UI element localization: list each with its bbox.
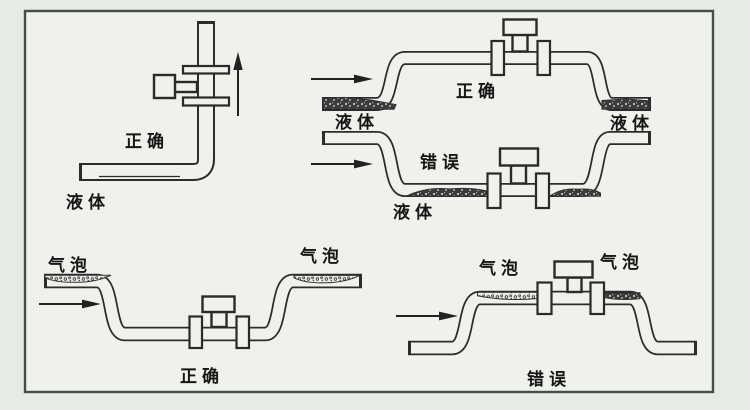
verdict-label: 正确 <box>456 81 500 101</box>
sensor-stem <box>566 276 583 294</box>
flowmeter-in-low-run <box>188 295 251 350</box>
liquid-hatch <box>405 187 488 197</box>
sensor-stem <box>509 164 528 185</box>
flowmeter-in-dip <box>486 147 551 210</box>
fluid-label: 液体 <box>66 192 110 212</box>
bubble-hatch <box>604 292 641 300</box>
flange <box>536 281 553 316</box>
verdict-label: 错误 <box>420 152 464 172</box>
pipe-bore <box>325 52 648 110</box>
pipe-bore <box>411 292 694 354</box>
flange <box>490 39 506 77</box>
upward-flow-arrow-icon <box>233 52 243 116</box>
verdict-label: 正确 <box>180 366 224 386</box>
fluid-label: 液体 <box>335 112 379 132</box>
flange <box>188 315 204 350</box>
flange <box>536 39 552 77</box>
flowmeter-on-riser <box>152 64 231 107</box>
flange <box>235 315 251 350</box>
bubble-label: 气泡 <box>478 258 523 278</box>
fluid-label: 液体 <box>610 113 654 133</box>
verdict-label: 错误 <box>527 369 571 389</box>
flow-direction-arrow-icon <box>39 299 101 309</box>
sensor-stem <box>210 310 228 329</box>
sensor-stem <box>511 33 529 53</box>
flange <box>181 64 231 75</box>
diagram-dip-bottom-wrong: 错误 液体 <box>311 131 651 222</box>
sensor-stem <box>172 80 199 94</box>
flow-direction-arrow-icon <box>396 311 458 321</box>
liquid-hatch <box>547 188 601 197</box>
sensor-head <box>553 260 594 279</box>
flange <box>486 172 502 210</box>
bubble-hatch <box>44 274 112 283</box>
bubble-label: 气泡 <box>299 246 344 266</box>
flowmeter-on-high-run <box>536 260 606 316</box>
bubble-label: 气泡 <box>47 255 92 275</box>
flow-direction-arrow-icon <box>311 159 373 169</box>
diagram-high-hump-wrong: 气泡 气泡 错误 <box>396 252 697 389</box>
flange <box>534 172 551 210</box>
diagram-vertical-riser-correct: 正确 液体 <box>66 21 243 212</box>
bubble-label: 气泡 <box>599 252 644 272</box>
diagram-hump-top-correct: 正确 液体 液体 <box>311 18 654 133</box>
verdict-label: 正确 <box>125 131 169 151</box>
liquid-hatch <box>322 96 397 110</box>
flange <box>181 96 231 107</box>
flowmeter-on-hump <box>490 18 552 77</box>
flow-direction-arrow-icon <box>311 74 373 84</box>
sensor-head <box>152 73 177 100</box>
pipe-bore <box>82 24 213 179</box>
bubble-hatch <box>293 274 360 284</box>
flange <box>589 281 606 316</box>
sensor-head <box>201 295 236 314</box>
sensor-head <box>498 147 540 167</box>
liquid-hatch <box>601 98 650 110</box>
sensor-head <box>502 18 538 37</box>
diagram-low-dip-correct: 气泡 气泡 正确 <box>39 246 362 386</box>
fluid-label: 液体 <box>393 202 437 222</box>
